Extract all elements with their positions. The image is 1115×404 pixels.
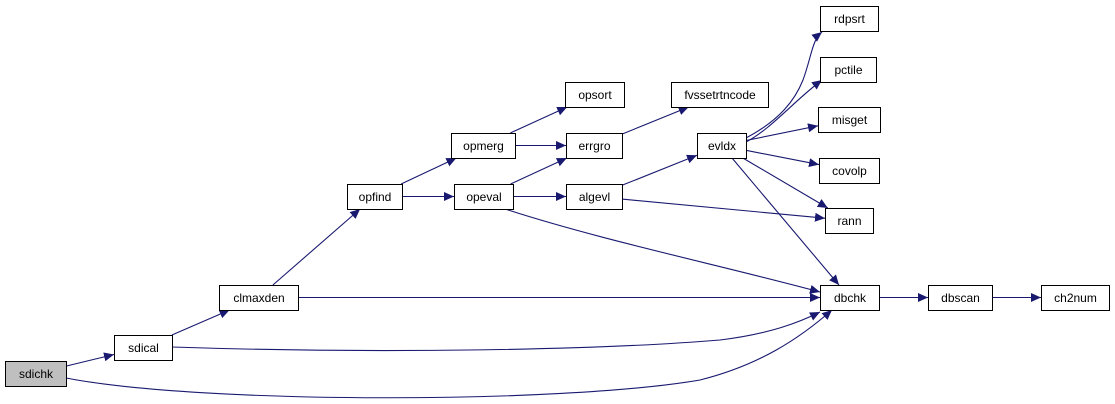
node-box [451,133,516,159]
node-dbscan[interactable]: dbscan [928,285,993,311]
node-box [454,184,514,210]
node-box [671,82,769,108]
node-layer: sdichk sdical clmaxden opfind opmerg opeval op… [5,6,1110,387]
edge-layer [65,31,1041,399]
node-opsort[interactable]: opsort [565,82,625,108]
node-opmerg[interactable]: opmerg [451,133,516,159]
edge-evldx-to-pctile [745,79,823,143]
node-label: rann [837,214,861,228]
edge-opeval-to-dbchk [504,208,821,294]
node-rann[interactable]: rann [825,208,874,234]
node-box [819,158,880,184]
node-label: rdpsrt [834,12,865,26]
node-box [928,285,993,311]
node-label: sdichk [19,367,54,381]
node-box [825,208,874,234]
edge-evldx-to-rdpsrt [745,31,823,139]
node-sdical[interactable]: sdical [114,335,173,361]
edge-evldx-to-covolp [745,149,820,168]
edge-sdichk-to-sdical [65,352,115,367]
node-box [566,133,623,159]
node-label: fvssetrtncode [684,88,756,102]
node-clmaxden[interactable]: clmaxden [219,285,299,311]
node-box [818,107,881,133]
node-box [820,285,880,311]
node-fvssetrtncode[interactable]: fvssetrtncode [671,82,769,108]
node-label: pctile [834,63,862,77]
edge-clmaxden-to-opfind [272,208,361,286]
node-evldx[interactable]: evldx [697,133,747,159]
node-box [347,184,403,210]
node-box [566,184,623,210]
node-label: evldx [708,139,736,153]
edge-evldx-to-misget [745,123,819,142]
node-errgro[interactable]: errgro [566,133,623,159]
node-rdpsrt[interactable]: rdpsrt [820,6,879,32]
edge-algevl-to-rann [621,198,826,222]
node-opfind[interactable]: opfind [347,184,403,210]
node-label: opfind [359,190,392,204]
node-label: algevl [579,190,610,204]
node-dbchk[interactable]: dbchk [820,285,880,311]
edge-sdichk-to-dbchk [65,309,833,399]
node-label: covolp [832,164,867,178]
node-pctile[interactable]: pctile [820,57,877,83]
edge-opmerg-to-opsort [510,106,568,134]
node-sdichk[interactable]: sdichk [5,361,67,387]
node-label: dbscan [941,291,980,305]
node-label: misget [832,113,868,127]
node-ch2num[interactable]: ch2num [1041,285,1110,311]
node-box [5,361,67,387]
node-box [820,6,879,32]
node-box [565,82,625,108]
node-label: errgro [578,139,610,153]
edge-errgro-to-fvssetrtncode [621,106,689,135]
edge-algevl-to-evldx [621,154,698,186]
node-box [219,285,299,311]
node-box [820,57,877,83]
edge-evldx-to-dbchk [731,157,840,286]
node-misget[interactable]: misget [818,107,881,133]
node-box [1041,285,1110,311]
node-label: opeval [466,190,501,204]
node-opeval[interactable]: opeval [454,184,514,210]
edge-opfind-to-opmerg [400,157,457,185]
edge-evldx-to-rann [742,157,829,209]
node-label: dbchk [834,291,867,305]
node-label: ch2num [1054,291,1097,305]
node-algevl[interactable]: algevl [566,184,623,210]
edge-sdical-to-dbchk [171,311,821,352]
node-box [697,133,747,159]
node-label: opmerg [463,139,504,153]
edge-sdical-to-clmaxden [171,309,230,336]
node-label: opsort [578,88,612,102]
node-box [114,335,173,361]
node-label: clmaxden [233,291,284,305]
edge-opeval-to-errgro [510,157,568,185]
node-label: sdical [128,341,159,355]
node-covolp[interactable]: covolp [819,158,880,184]
